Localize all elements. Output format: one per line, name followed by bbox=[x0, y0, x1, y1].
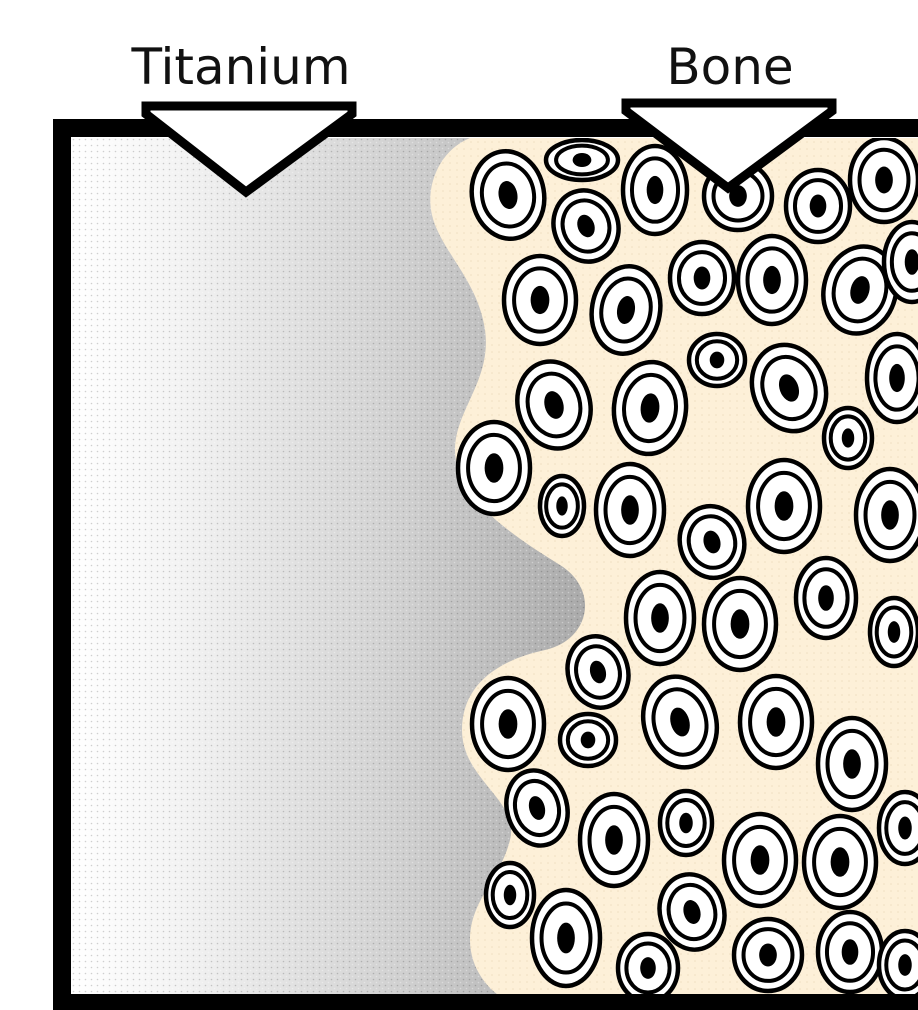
osteon-icon bbox=[738, 236, 806, 324]
osteon-icon bbox=[670, 242, 734, 314]
osteon-icon bbox=[804, 816, 876, 908]
osteon-icon bbox=[618, 934, 678, 1002]
osteon-icon bbox=[824, 408, 872, 468]
osteon-icon bbox=[532, 890, 600, 986]
osteon-icon bbox=[850, 138, 918, 222]
osteon-icon bbox=[734, 919, 802, 991]
osteon-icon bbox=[660, 791, 712, 855]
titanium-label: Titanium bbox=[130, 38, 350, 96]
osteon-icon bbox=[786, 170, 850, 242]
osteon-icon bbox=[486, 863, 534, 927]
osteon-icon bbox=[472, 678, 544, 770]
osteon-icon bbox=[796, 558, 856, 638]
osteon-icon bbox=[724, 814, 796, 906]
osteon-icon bbox=[689, 334, 745, 386]
osteon-icon bbox=[856, 469, 918, 561]
osteon-icon bbox=[748, 460, 820, 552]
bone-label: Bone bbox=[666, 38, 793, 96]
osteon-icon bbox=[704, 578, 776, 670]
osteon-icon bbox=[870, 598, 918, 666]
osteon-icon bbox=[580, 794, 648, 886]
osteon-icon bbox=[879, 792, 918, 864]
osteon-icon bbox=[818, 718, 886, 810]
osteon-icon bbox=[867, 334, 918, 422]
osteon-icon bbox=[546, 140, 618, 180]
osteon-icon bbox=[560, 714, 616, 766]
osteon-icon bbox=[879, 931, 918, 999]
osteon-icon bbox=[818, 912, 882, 992]
frame-content bbox=[72, 138, 918, 1002]
osteon-icon bbox=[458, 422, 530, 514]
osteon-icon bbox=[540, 476, 584, 536]
osteon-icon bbox=[504, 256, 576, 344]
osteon-icon bbox=[596, 464, 664, 556]
osteon-icon bbox=[626, 572, 694, 664]
osteon-icon bbox=[740, 676, 812, 768]
osteon-icon bbox=[623, 146, 687, 234]
